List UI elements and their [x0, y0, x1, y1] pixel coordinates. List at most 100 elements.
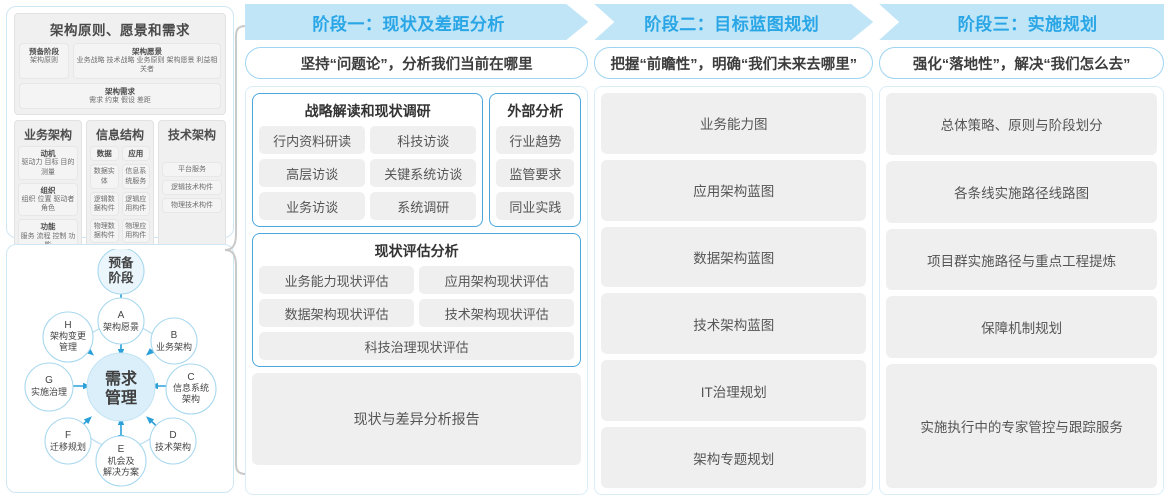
phase-2-subtitle: 把握“前瞻性”，明确“我们未来去哪里” — [594, 47, 874, 79]
external-analysis-title: 外部分析 — [507, 103, 564, 119]
chip-item[interactable]: 监管要求 — [496, 159, 575, 187]
svg-text:G: G — [45, 375, 53, 386]
adm-cycle-diagram: 预备 阶段 需求 管理 A 架构愿景 B 业务架构 C 信息系统 架构 — [11, 249, 229, 488]
list-item[interactable]: 各条线实施路径线路图 — [886, 160, 1157, 223]
list-item[interactable]: 实施执行中的专家管控与跟踪服务 — [886, 364, 1157, 488]
architecture-vision-box: 架构愿景 业务战略 技术战略 业务原则 架构愿景 利益相关者 — [73, 43, 221, 79]
svg-text:业务架构: 业务架构 — [156, 341, 192, 352]
cycle-node-B — [150, 317, 198, 365]
list-item[interactable]: 架构专题规划 — [601, 427, 867, 488]
chip-item[interactable]: 应用架构现状评估 — [419, 266, 575, 294]
chip-item[interactable]: 科技访谈 — [370, 126, 477, 154]
chip-item[interactable]: 行内资料研读 — [259, 126, 366, 154]
svg-text:H: H — [64, 320, 71, 331]
list-item[interactable]: 应用架构蓝图 — [601, 159, 867, 221]
chip-item[interactable]: 行业趋势 — [496, 126, 575, 154]
svg-text:技术架构: 技术架构 — [155, 441, 191, 452]
phase-3-header: 阶段三：实施规划 — [879, 4, 1164, 40]
list-item[interactable]: 保障机制规划 — [886, 296, 1157, 359]
motivation-box: 动机 驱动力 目标 目的 测量 — [18, 146, 78, 180]
phase-1-report[interactable]: 现状与差异分析报告 — [252, 373, 582, 465]
cycle-prep-line1: 预备 — [108, 255, 134, 270]
phase-2-body: 业务能力图 应用架构蓝图 数据架构蓝图 技术架构蓝图 IT治理规划 架构专题规划 — [594, 86, 874, 495]
architecture-requirements-box: 架构需求 需求 约束 假设 差距 — [19, 82, 221, 110]
phase-1-column: 阶段一：现状及差距分析 坚持“问题论”，分析我们当前在哪里 战略解读和现状调研 … — [245, 4, 589, 495]
cycle-node-E — [95, 435, 147, 487]
chip-item[interactable]: 关键系统访谈 — [370, 159, 477, 187]
svg-text:信息系统: 信息系统 — [173, 382, 209, 393]
phase-2-items: 业务能力图 应用架构蓝图 数据架构蓝图 技术架构蓝图 IT治理规划 架构专题规划 — [601, 93, 867, 488]
svg-text:实施治理: 实施治理 — [31, 386, 67, 397]
cycle-node-F — [44, 417, 92, 465]
phase-1-body: 战略解读和现状调研 行内资料研读 科技访谈 高层访谈 关键系统访谈 业务访谈 系… — [245, 86, 589, 495]
information-structure-group: 信息结构 数据 数据实体 逻辑数据构件 物理数据构件 应用 信息系统服务 逻辑应… — [86, 120, 154, 257]
list-item[interactable]: 总体策略、原则与阶段划分 — [886, 93, 1157, 155]
prep-stage-sub: 架构原则 — [30, 57, 58, 65]
svg-text:E: E — [118, 444, 125, 455]
list-item[interactable]: IT治理规划 — [601, 360, 867, 422]
technology-architecture-heading: 技术架构 — [167, 128, 216, 143]
external-analysis-chips: 行业趋势 监管要求 同业实践 — [496, 126, 575, 220]
svg-text:架构变更: 架构变更 — [50, 330, 86, 341]
svg-text:管理: 管理 — [59, 341, 77, 352]
phase-3-column: 阶段三：实施规划 强化“落地性”，解决“我们怎么去” 总体策略、原则与阶段划分 … — [879, 4, 1164, 495]
svg-text:机会及: 机会及 — [107, 455, 134, 466]
organization-box: 组织 组织 位置 驱动者 角色 — [18, 182, 78, 217]
list-item[interactable]: 项目群实施路径与重点工程提炼 — [886, 228, 1157, 291]
svg-text:A: A — [118, 310, 125, 321]
business-architecture-heading: 业务架构 — [23, 128, 72, 143]
technology-architecture-group: 技术架构 平台服务 逻辑技术构件 物理技术构件 — [158, 120, 226, 257]
strategy-research-chips: 行内资料研读 科技访谈 高层访谈 关键系统访谈 业务访谈 系统调研 — [259, 126, 477, 220]
architecture-principles-group: 架构原则、愿景和需求 预备阶段 架构原则 架构愿景 业务战略 技术战略 业务原则… — [14, 13, 226, 116]
phase-2-header: 阶段二：目标蓝图规划 — [594, 4, 873, 40]
data-subcolumn: 数据 数据实体 逻辑数据构件 物理数据构件 — [90, 146, 119, 243]
status-assessment-chips: 业务能力现状评估 应用架构现状评估 数据架构现状评估 技术架构现状评估 科技治理… — [259, 266, 575, 360]
svg-text:架构愿景: 架构愿景 — [103, 321, 139, 332]
adm-cycle-svg: 预备 阶段 需求 管理 A 架构愿景 B 业务架构 C 信息系统 架构 — [24, 249, 217, 487]
phase-3-subtitle: 强化“落地性”，解决“我们怎么去” — [879, 47, 1164, 79]
business-architecture-group: 业务架构 动机 驱动力 目标 目的 测量 组织 组织 位置 驱动者 角色 功能 … — [14, 120, 82, 257]
connector-brace — [224, 25, 247, 475]
cycle-node-H — [42, 311, 94, 363]
svg-text:解决方案: 解决方案 — [103, 466, 139, 477]
phase-3-body: 总体策略、原则与阶段划分 各条线实施路径线路图 项目群实施路径与重点工程提炼 保… — [879, 86, 1164, 495]
chip-item[interactable]: 同业实践 — [496, 192, 575, 220]
list-item[interactable]: 技术架构蓝图 — [601, 293, 867, 355]
phase-2-column: 阶段二：目标蓝图规划 把握“前瞻性”，明确“我们未来去哪里” 业务能力图 应用架… — [594, 4, 874, 495]
phases-container: 阶段一：现状及差距分析 坚持“问题论”，分析我们当前在哪里 战略解读和现状调研 … — [245, 4, 1164, 495]
chip-item[interactable]: 业务能力现状评估 — [259, 266, 415, 294]
chip-item[interactable]: 高层访谈 — [259, 159, 366, 187]
cycle-node-A — [97, 297, 145, 345]
left-reference-column: 架构原则、愿景和需求 预备阶段 架构原则 架构愿景 业务战略 技术战略 业务原则… — [6, 6, 234, 493]
cycle-prep-line2: 阶段 — [108, 270, 134, 285]
svg-text:B: B — [171, 330, 178, 341]
architecture-requirements-title: 架构需求 — [105, 86, 135, 96]
togaf-framework-panel: 架构原则、愿景和需求 预备阶段 架构原则 架构愿景 业务战略 技术战略 业务原则… — [6, 6, 234, 308]
architecture-requirements-sub: 需求 约束 假设 差距 — [89, 96, 151, 104]
chip-item[interactable]: 业务访谈 — [259, 192, 366, 220]
chip-item[interactable]: 数据架构现状评估 — [259, 299, 415, 327]
cycle-center-line2: 管理 — [105, 388, 137, 407]
phase-1-top-row: 战略解读和现状调研 行内资料研读 科技访谈 高层访谈 关键系统访谈 业务访谈 系… — [252, 93, 582, 227]
phase-1-header: 阶段一：现状及差距分析 — [245, 4, 588, 40]
cycle-node-C — [165, 363, 217, 415]
cycle-center-line1: 需求 — [105, 369, 138, 388]
adm-cycle-panel: 预备 阶段 需求 管理 A 架构愿景 B 业务架构 C 信息系统 架构 — [6, 244, 234, 493]
information-structure-heading: 信息结构 — [95, 128, 144, 143]
status-assessment-title: 现状评估分析 — [374, 243, 459, 259]
svg-text:F: F — [65, 430, 71, 441]
cycle-node-D — [149, 417, 197, 465]
chip-item[interactable]: 技术架构现状评估 — [419, 299, 575, 327]
chip-item[interactable]: 科技治理现状评估 — [259, 332, 575, 360]
phase-3-items: 总体策略、原则与阶段划分 各条线实施路径线路图 项目群实施路径与重点工程提炼 保… — [886, 93, 1157, 488]
svg-text:架构: 架构 — [182, 393, 200, 404]
list-item[interactable]: 数据架构蓝图 — [601, 226, 867, 288]
architecture-vision-sub: 业务战略 技术战略 业务原则 架构愿景 利益相关者 — [76, 57, 218, 74]
prep-stage-title: 预备阶段 — [29, 47, 59, 56]
togaf-top-title: 架构原则、愿景和需求 — [50, 23, 190, 38]
svg-text:迁移规划: 迁移规划 — [50, 441, 86, 452]
svg-text:D: D — [169, 430, 176, 441]
chip-item[interactable]: 系统调研 — [370, 192, 477, 220]
architecture-vision-title: 架构愿景 — [132, 47, 162, 56]
list-item[interactable]: 业务能力图 — [601, 93, 867, 154]
